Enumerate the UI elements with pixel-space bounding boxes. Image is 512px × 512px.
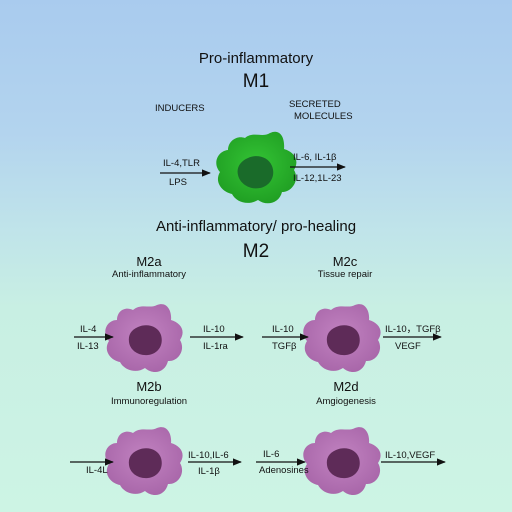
m2b-inducer-bottom: IL-4L xyxy=(86,465,108,476)
m2d-secreted-top: IL-10,VEGF xyxy=(385,450,436,461)
m2c-inducer-top: IL-10 xyxy=(272,324,294,335)
m1-secreted-top: IL-6, IL-1β xyxy=(293,152,337,163)
m2c-role: Tissue repair xyxy=(317,269,373,280)
m2d-macrophage-cell xyxy=(303,427,381,496)
m1-inducer-top: IL-4,TLR xyxy=(163,158,200,169)
m2b-secreted-top: IL-10,IL-6 xyxy=(188,450,229,461)
m2c-name: M2c xyxy=(332,254,358,269)
m1-nucleus xyxy=(237,156,274,189)
m1-inducers-label: INDUCERS xyxy=(155,103,205,114)
m1-title: M1 xyxy=(242,71,270,92)
m1-secreted-bottom: IL-12,1L-23 xyxy=(293,173,342,184)
m2a-macrophage-cell xyxy=(105,304,183,373)
m1-macrophage-cell xyxy=(216,131,297,204)
m2a-name: M2a xyxy=(136,254,162,269)
m2a-secreted-top: IL-10 xyxy=(203,324,225,335)
m2a-inducer-top: IL-4 xyxy=(80,324,97,335)
m2b-macrophage-cell xyxy=(105,427,183,496)
m1-inducer-bottom: LPS xyxy=(169,177,187,188)
m2b-name: M2b xyxy=(136,379,162,394)
m2c-macrophage-cell xyxy=(303,304,381,373)
m1-heading: Pro-inflammatory xyxy=(198,50,314,67)
m2d-name: M2d xyxy=(333,379,359,394)
m2c-secreted-bottom: VEGF xyxy=(395,341,421,352)
m2d-inducer-top: IL-6 xyxy=(263,449,280,460)
m2a-role: Anti-inflammatory xyxy=(112,269,186,280)
m2d-inducer-bottom: Adenosines xyxy=(259,465,309,476)
m1-secreted-label-line2: MOLECULES xyxy=(294,111,353,122)
m2-title: M2 xyxy=(242,241,270,262)
m2b-secreted-bottom: IL-1β xyxy=(198,466,220,477)
m2b-role: Immunoregulation xyxy=(110,396,188,407)
m2a-inducer-bottom: IL-13 xyxy=(77,341,99,352)
m2c-secreted-top: IL-10，TGFβ xyxy=(385,324,441,335)
m2d-role: Amgiogenesis xyxy=(316,396,376,407)
m2-heading: Anti-inflammatory/ pro-healing xyxy=(155,218,357,235)
m1-secreted-label-line1: SECRETED xyxy=(289,99,341,110)
m2c-inducer-bottom: TGFβ xyxy=(272,341,297,352)
m2a-secreted-bottom: IL-1ra xyxy=(203,341,228,352)
